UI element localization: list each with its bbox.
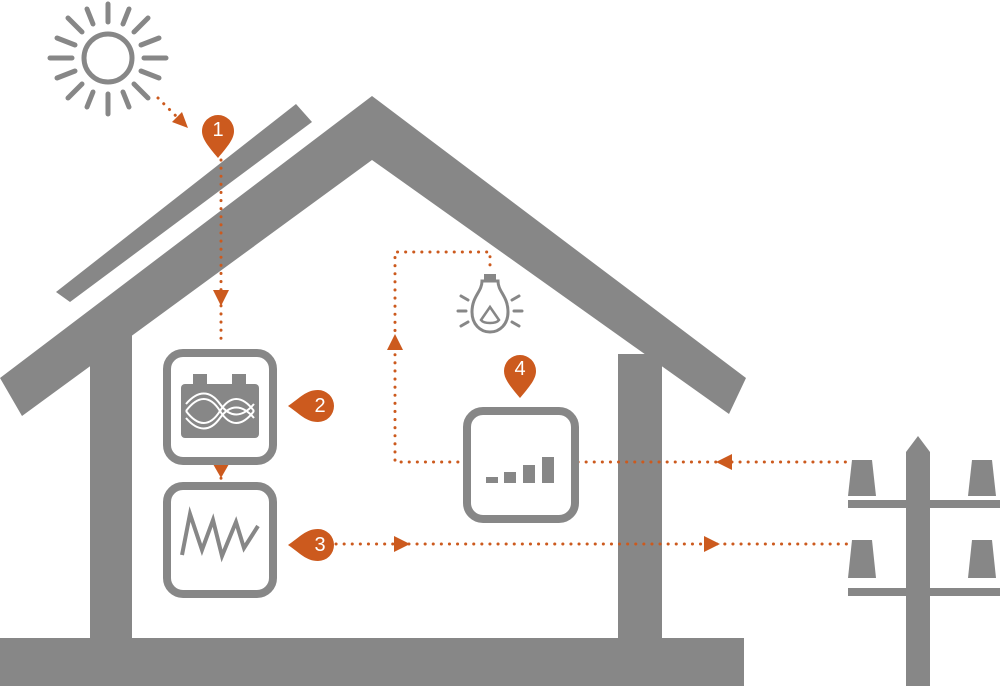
sun-arrow: [172, 112, 188, 128]
light-up-arrow: [387, 334, 403, 350]
battery-marker: 2: [288, 390, 334, 422]
marker-number-4: 4: [514, 358, 525, 380]
meter-marker: 4: [504, 355, 536, 398]
solar-panel-icon: [56, 104, 312, 302]
meter-to-light-flow: [393, 250, 492, 464]
lightbulb-icon: [456, 274, 524, 334]
house-icon: [0, 96, 746, 686]
power-pole-icon: [848, 436, 1000, 686]
marker-number-3: 3: [314, 534, 325, 556]
marker-number-1: 1: [212, 119, 223, 141]
grid-left-arrow: [716, 454, 732, 470]
panel-down-arrow: [213, 290, 229, 306]
inverter-icon: [163, 482, 277, 598]
export-right-arrow-2: [704, 536, 720, 552]
smart-meter-icon: [463, 407, 579, 523]
battery-icon: [163, 349, 277, 465]
inverter-marker: 3: [288, 529, 334, 561]
export-right-arrow-1: [394, 536, 410, 552]
solar-panel-marker: 1: [202, 115, 234, 158]
battery-down-arrow: [213, 464, 229, 478]
sun-icon: [47, 1, 169, 117]
flow-arrows: [172, 112, 732, 552]
sun-to-panel-flow: [156, 96, 184, 124]
marker-number-2: 2: [314, 395, 325, 417]
